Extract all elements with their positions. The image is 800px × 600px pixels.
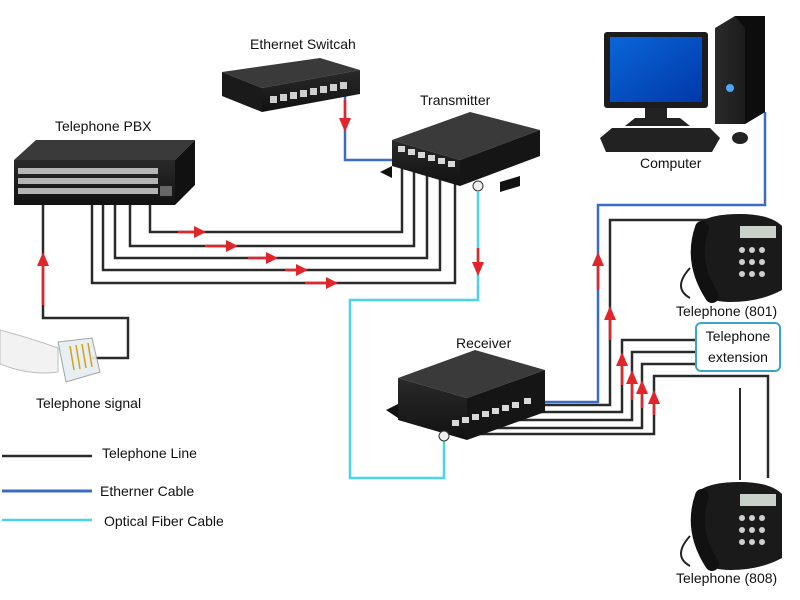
extension-line-1: Telephone <box>705 328 771 344</box>
pbx-device <box>14 140 195 205</box>
telephone-801-label: Telephone (801) <box>676 303 778 319</box>
legend-telephone-line-label: Telephone Line <box>102 445 197 461</box>
up-arrow-icon <box>636 380 648 408</box>
telephone-808-label: Telephone (808) <box>676 570 778 586</box>
up-arrow-icon <box>37 252 49 305</box>
legend <box>2 454 92 522</box>
telephone-808-device <box>680 482 782 571</box>
telephone-extension-box: Telephone extension <box>695 322 781 372</box>
telephone-line <box>128 162 416 248</box>
computer-label: Computer <box>640 155 702 171</box>
up-arrow-icon <box>604 306 616 340</box>
ethernet-switch-device <box>222 58 360 112</box>
down-arrow-icon <box>472 248 484 276</box>
receiver-label: Receiver <box>456 335 512 351</box>
up-arrow-icon <box>616 352 628 385</box>
telephone-line <box>101 162 442 272</box>
signal-telephone-line <box>41 305 130 360</box>
ethernet-cable <box>343 92 398 162</box>
right-arrow-icon <box>305 277 338 289</box>
telephone-plug-device <box>0 329 101 383</box>
legend-ethernet-label: Etherner Cable <box>100 483 195 499</box>
up-arrow-icon <box>626 370 638 400</box>
right-arrow-icon <box>285 264 308 276</box>
up-arrow-icon <box>648 390 660 415</box>
computer-device <box>600 16 765 152</box>
optical-fiber-cable <box>348 192 480 480</box>
telephone-801-device <box>680 214 782 303</box>
signal-arrows <box>37 100 660 415</box>
telephone-line <box>472 374 770 478</box>
telephone-signal-label: Telephone signal <box>36 395 142 411</box>
transmitter-device <box>380 112 540 192</box>
telephone-line <box>148 162 404 234</box>
pbx-label: Telephone PBX <box>55 118 152 134</box>
up-arrow-icon <box>592 252 604 290</box>
transmitter-label: Transmitter <box>420 92 491 108</box>
telephone-line <box>90 162 457 285</box>
right-arrow-icon <box>248 252 278 264</box>
ethernet-cable <box>532 112 767 404</box>
ethernet-switch-label: Ethernet Switcah <box>250 36 356 52</box>
down-arrow-icon <box>339 100 351 132</box>
right-arrow-icon <box>205 240 238 252</box>
legend-fiber-label: Optical Fiber Cable <box>104 513 224 529</box>
receiver-device <box>386 350 545 442</box>
right-arrow-icon <box>178 226 206 238</box>
extension-line-2: extension <box>708 349 768 365</box>
